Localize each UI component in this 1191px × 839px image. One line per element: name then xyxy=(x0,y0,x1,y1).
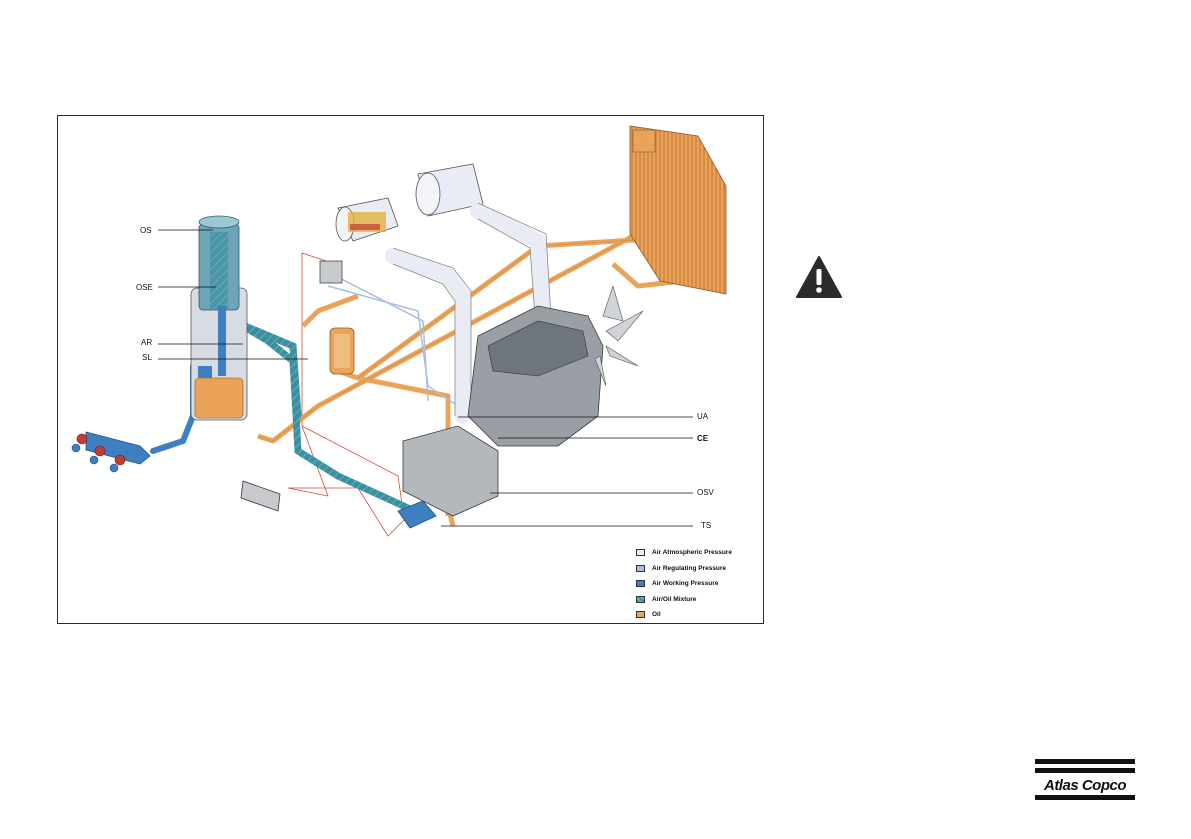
oil-filter xyxy=(330,328,354,374)
callout-ce: CE xyxy=(697,434,708,444)
cooling-fan xyxy=(595,286,643,386)
callout-ua: UA xyxy=(697,412,708,422)
atlas-copco-logo: Atlas Copco xyxy=(1035,759,1135,805)
control-line xyxy=(288,253,408,536)
legend-item: Air Regulating Pressure xyxy=(636,561,732,577)
legend-label: Air/Oil Mixture xyxy=(652,596,696,603)
air-oil-mixture-hose xyxy=(238,323,408,508)
legend-item: Air Working Pressure xyxy=(636,576,732,592)
oil-separator-vessel xyxy=(191,216,247,420)
legend-swatch-mixture xyxy=(636,596,645,603)
control-panel xyxy=(241,481,280,511)
legend-label: Air Atmospheric Pressure xyxy=(652,549,732,556)
air-filter-left xyxy=(336,198,398,241)
legend-label: Air Regulating Pressure xyxy=(652,565,726,572)
callout-osv: OSV xyxy=(697,488,714,498)
callout-os: OS xyxy=(140,226,152,236)
working-pressure-outlet xyxy=(72,366,193,472)
legend-swatch-oil xyxy=(636,611,645,618)
legend-item: Air Atmospheric Pressure xyxy=(636,545,732,561)
diagram-frame: OS OSE AR SL UA CE OSV TS Air Atmospheri… xyxy=(57,115,764,624)
svg-text:Atlas Copco: Atlas Copco xyxy=(1043,777,1126,794)
legend-swatch-regulating xyxy=(636,565,645,572)
callout-ose: OSE xyxy=(136,283,153,293)
callout-ar: AR xyxy=(141,338,152,348)
legend-label: Oil xyxy=(652,611,661,618)
legend: Air Atmospheric Pressure Air Regulating … xyxy=(636,545,732,623)
legend-swatch-working xyxy=(636,580,645,587)
legend-label: Air Working Pressure xyxy=(652,580,718,587)
engine-block xyxy=(403,306,603,516)
callout-ts: TS xyxy=(701,521,711,531)
legend-swatch-atmospheric xyxy=(636,549,645,556)
unloader-valve xyxy=(320,261,342,283)
legend-item: Oil xyxy=(636,607,732,623)
callout-sl: SL xyxy=(142,353,152,363)
legend-item: Air/Oil Mixture xyxy=(636,592,732,608)
oil-cooler xyxy=(630,126,726,294)
warning-icon xyxy=(795,255,843,299)
